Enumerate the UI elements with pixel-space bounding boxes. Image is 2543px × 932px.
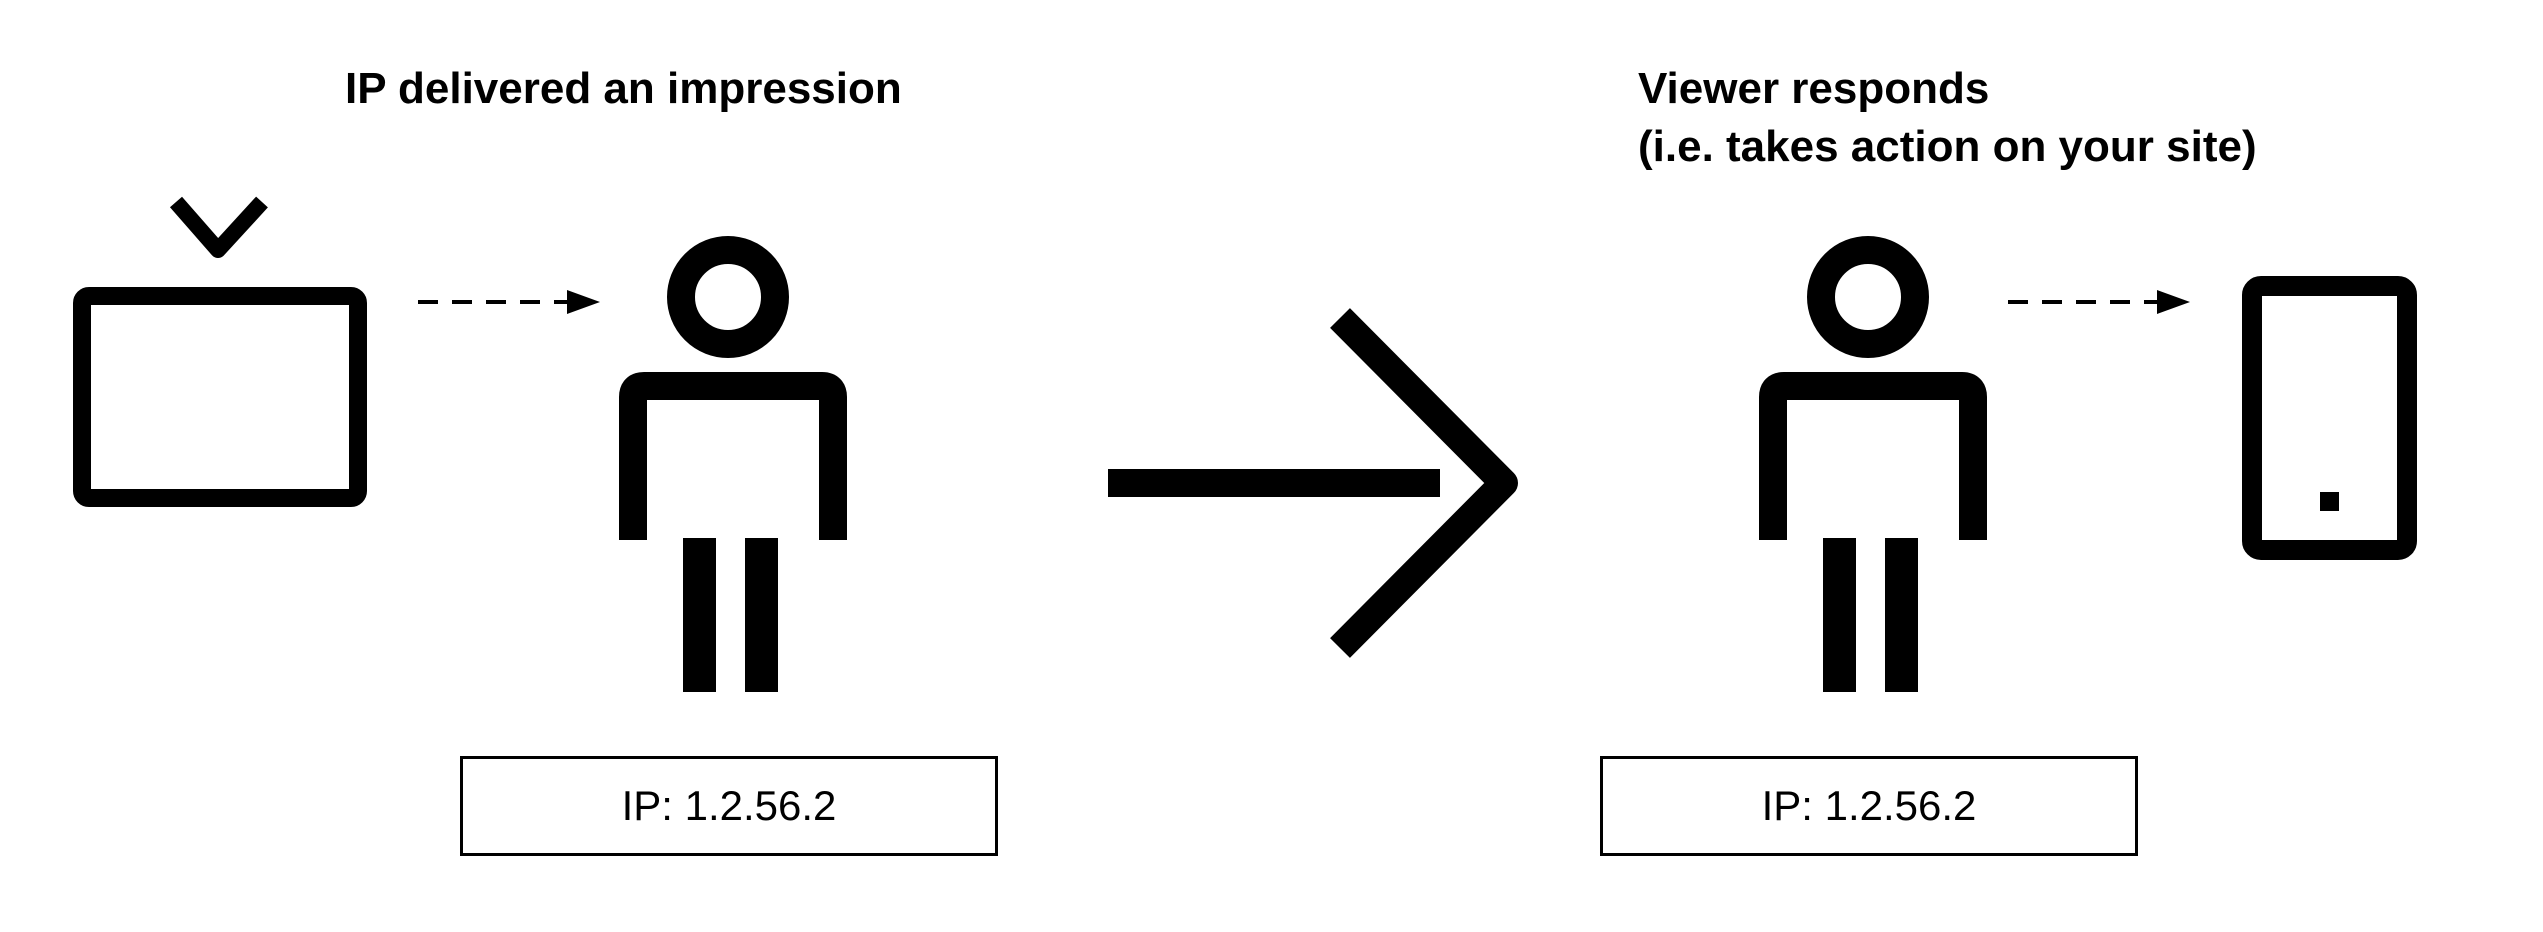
caption-viewer-line-1: Viewer responds <box>1638 64 1990 113</box>
person-icon <box>1759 236 1987 692</box>
phone-icon <box>2242 276 2417 560</box>
caption-impression: IP delivered an impression <box>345 60 902 118</box>
dashed-arrow-icon <box>418 290 600 314</box>
person-icon <box>619 236 847 692</box>
caption-viewer-responds: Viewer responds (i.e. takes action on yo… <box>1638 60 2257 176</box>
ip-label-box: IP: 1.2.56.2 <box>460 756 998 856</box>
caption-impression-line: IP delivered an impression <box>345 64 902 113</box>
dashed-arrow-icon <box>2008 290 2190 314</box>
ip-label: IP: 1.2.56.2 <box>621 782 837 829</box>
tv-icon <box>73 196 367 507</box>
arrow-right-icon <box>1108 308 1518 658</box>
caption-viewer-line-2: (i.e. takes action on your site) <box>1638 122 2257 171</box>
ip-label-box: IP: 1.2.56.2 <box>1600 756 2138 856</box>
ip-label: IP: 1.2.56.2 <box>1761 782 1977 829</box>
